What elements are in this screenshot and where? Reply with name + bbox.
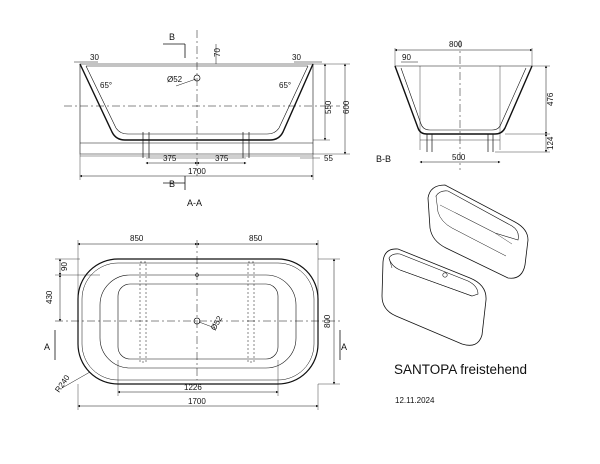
- section-a-marker-left: A: [44, 342, 50, 352]
- section-bb-label: B-B: [376, 154, 391, 164]
- dim-800-bb: 800: [449, 40, 463, 49]
- section-aa-view: B B: [64, 30, 350, 190]
- section-bb-view: [394, 40, 550, 170]
- plan-view: [54, 240, 341, 410]
- dim-375-left: 375: [163, 154, 177, 163]
- tub-3d-front-view: [381, 248, 487, 346]
- dim-angle-left: 65°: [100, 81, 112, 90]
- dim-1226: 1226: [184, 383, 202, 392]
- section-a-marker-right: A: [341, 342, 347, 352]
- dim-550: 550: [324, 100, 333, 114]
- dim-124: 124: [546, 136, 555, 150]
- dim-1700-aa: 1700: [188, 167, 206, 176]
- dim-drain-plan: Ø52: [209, 314, 225, 332]
- dim-30-right: 30: [292, 53, 301, 62]
- section-b-marker-top: B: [169, 32, 175, 42]
- dim-30-left: 30: [90, 53, 99, 62]
- dim-850-right: 850: [249, 234, 263, 243]
- tub-3d-top-view: [427, 184, 529, 279]
- dim-375-right: 375: [215, 154, 229, 163]
- section-aa-label: A-A: [187, 198, 202, 208]
- dim-600: 600: [342, 100, 351, 114]
- section-bb-dimensions: 800 90 476 124 500 B-B: [376, 40, 555, 164]
- dim-1700-plan: 1700: [188, 397, 206, 406]
- tub-profile-aa: [79, 63, 314, 141]
- dim-850-left: 850: [130, 234, 144, 243]
- dim-angle-right: 65°: [279, 81, 291, 90]
- rail-left: [139, 261, 147, 363]
- dim-55: 55: [324, 154, 333, 163]
- drain-icon-aa: [193, 74, 201, 82]
- tub-profile-bb: [394, 65, 533, 135]
- drawing-date: 12.11.2024: [395, 396, 435, 405]
- section-aa-dimensions: 30 30 70 Ø52 65° 65° 550 600 375 375 55 …: [90, 48, 351, 208]
- rail-right: [247, 261, 255, 363]
- dim-90-bb: 90: [402, 53, 411, 62]
- drain-icon-plan: [193, 317, 201, 325]
- product-title: SANTOPA freistehend: [394, 362, 528, 377]
- dim-500: 500: [452, 153, 466, 162]
- dim-800-plan: 800: [323, 314, 332, 328]
- dim-430: 430: [45, 290, 54, 304]
- section-b-marker-bottom: B: [169, 179, 175, 189]
- dim-drain-aa: Ø52: [167, 75, 183, 84]
- dim-r240: R240: [53, 373, 72, 394]
- dim-476: 476: [546, 92, 555, 106]
- dim-90-plan: 90: [60, 262, 69, 271]
- feet-bb: [426, 134, 494, 152]
- feet-aa: [142, 132, 250, 158]
- dim-70: 70: [213, 48, 222, 57]
- tub-outline-plan: [77, 258, 319, 385]
